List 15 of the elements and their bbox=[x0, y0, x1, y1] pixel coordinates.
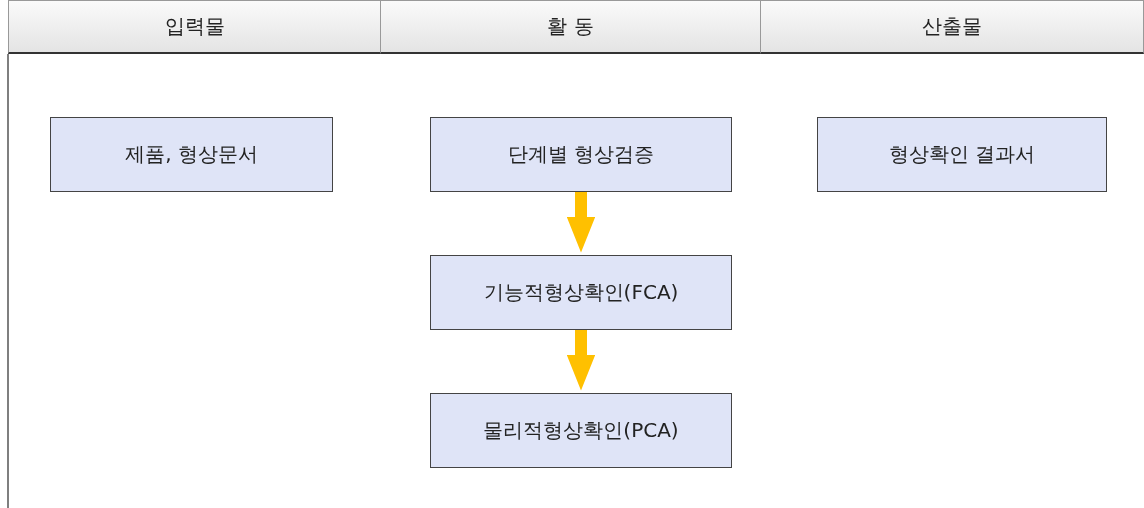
box-label: 형상확인 결과서 bbox=[888, 141, 1036, 168]
column-header: 활 동 bbox=[380, 0, 760, 54]
process-box bbox=[817, 117, 1107, 192]
arrow bbox=[566, 192, 596, 253]
process-box bbox=[430, 117, 732, 192]
process-box bbox=[430, 393, 732, 468]
box-label: 제품, 형상문서 bbox=[125, 141, 258, 168]
box-label: 단계별 형상검증 bbox=[507, 141, 655, 168]
process-box bbox=[430, 255, 732, 330]
process-box bbox=[50, 117, 333, 192]
box-label: 기능적형상확인(FCA) bbox=[483, 279, 679, 306]
arrow bbox=[566, 330, 596, 391]
column-header: 산출물 bbox=[760, 0, 1144, 54]
column-header: 입력물 bbox=[8, 0, 380, 54]
box-label: 물리적형상확인(PCA) bbox=[483, 417, 679, 444]
